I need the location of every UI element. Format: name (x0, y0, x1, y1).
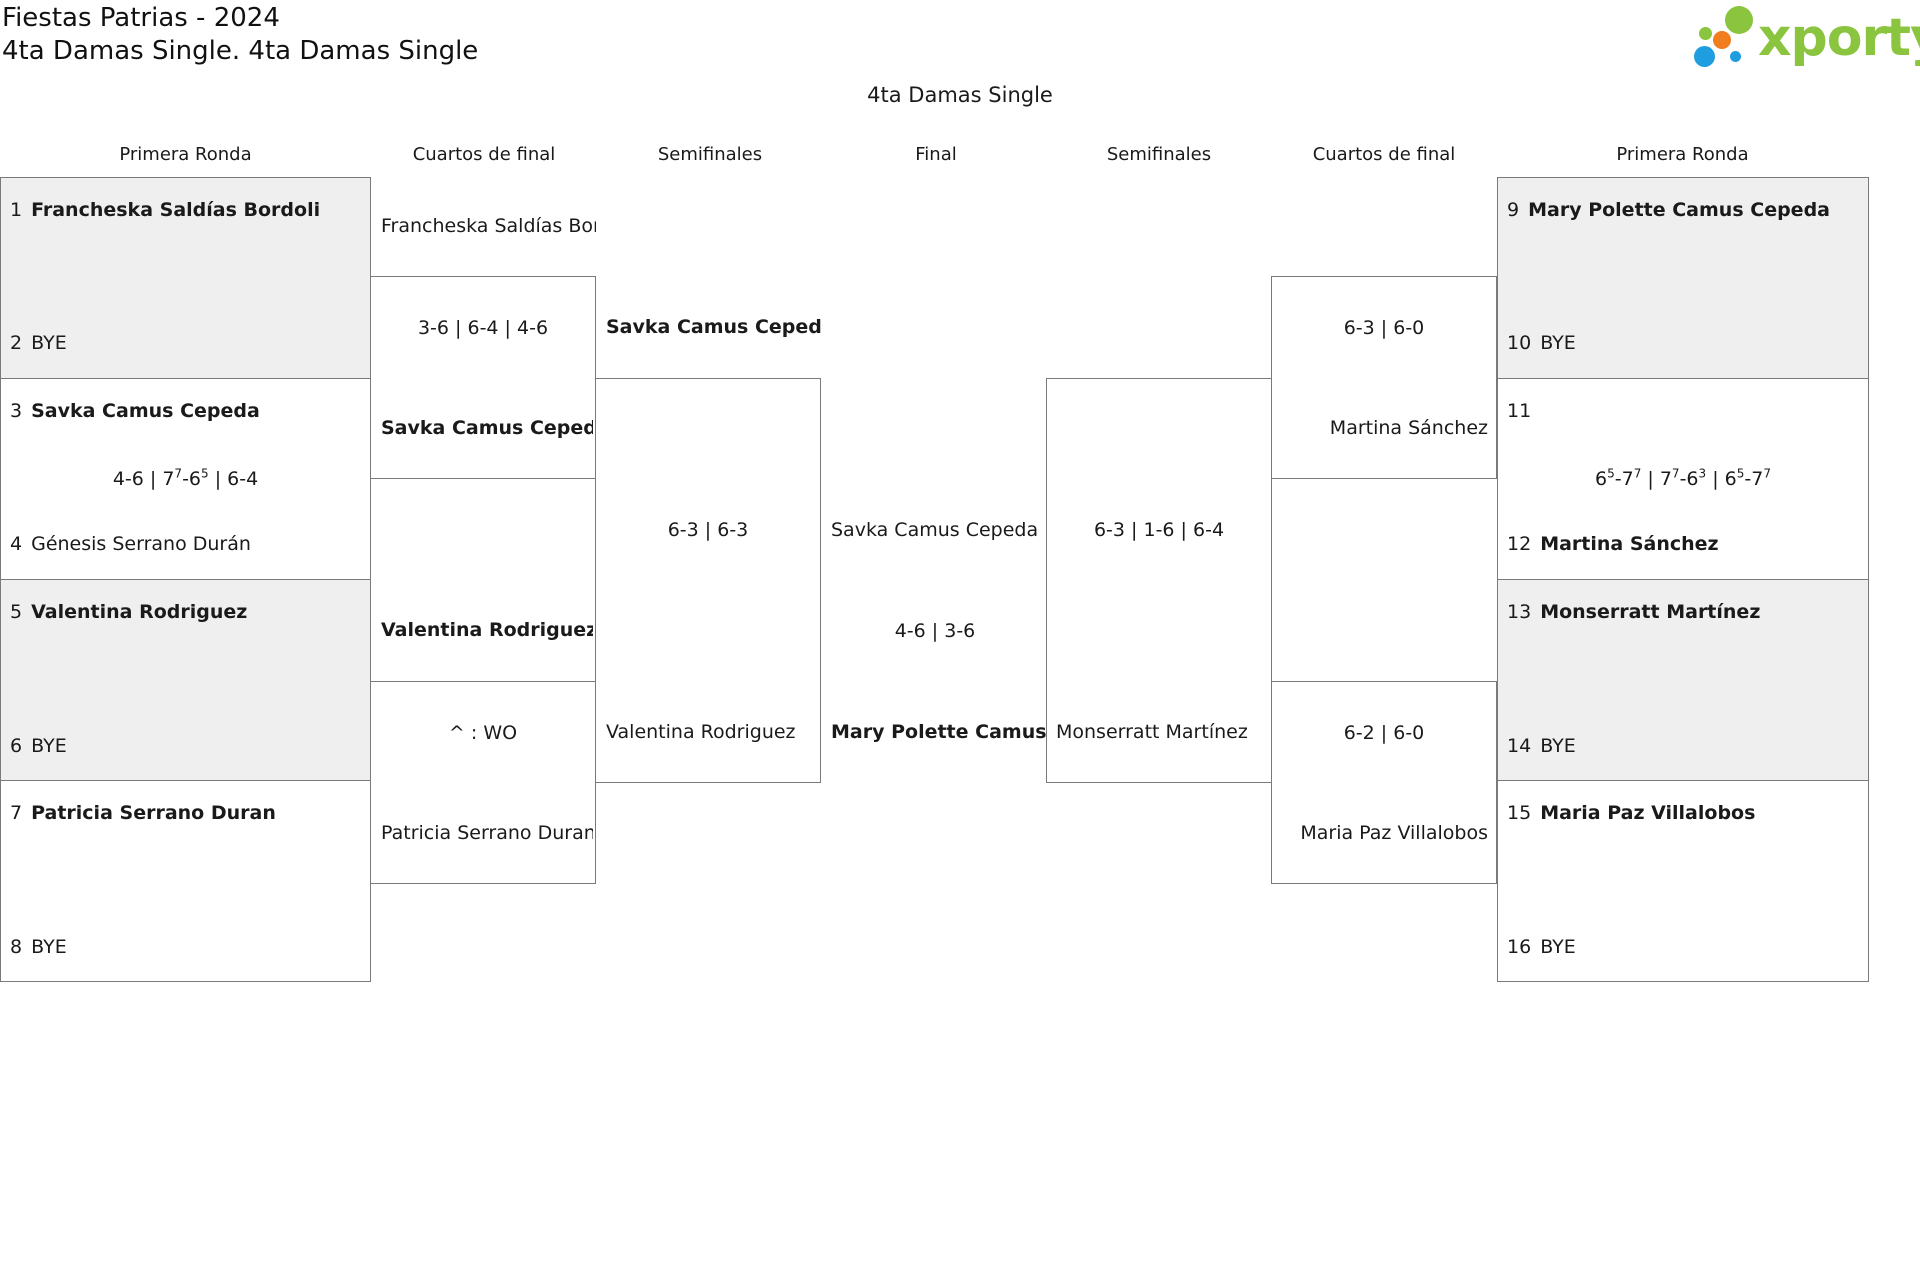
tournament-title: Fiestas Patrias - 2024 (2, 3, 280, 33)
col-header-quarters-left: Cuartos de final (412, 144, 556, 165)
logo-dot-green-icon (1725, 6, 1753, 34)
match-qf-right-1[interactable] (1271, 276, 1497, 479)
match-r1-left-4[interactable] (0, 780, 371, 982)
match-score: 6-3 | 6-3 (667, 519, 749, 541)
qf-right-1-player-bottom[interactable]: Martina Sánchez (1329, 417, 1488, 439)
qf-left-1-player-bottom[interactable]: Savka Camus Cepeda (381, 417, 593, 439)
sf-left-player-bottom[interactable]: Valentina Rodriguez (606, 721, 796, 743)
match-score: ^ : WO (448, 722, 518, 744)
match-sf-left[interactable] (595, 378, 821, 783)
match-qf-left-2[interactable] (370, 681, 596, 884)
player-seed-11[interactable]: 11 (1507, 400, 1532, 422)
qf-left-2-player-top[interactable]: Valentina Rodriguez (381, 619, 593, 641)
match-score: 6-2 | 6-0 (1343, 722, 1425, 744)
match-sf-right[interactable] (1046, 378, 1272, 783)
match-r1-left-1[interactable] (0, 177, 371, 379)
match-qf-left-1[interactable] (370, 276, 596, 479)
col-header-quarters-right: Cuartos de final (1312, 144, 1456, 165)
event-title: 4ta Damas Single (867, 83, 1053, 107)
logo-dot-orange-icon (1713, 31, 1731, 49)
qf-right-2-player-bottom[interactable]: Maria Paz Villalobos (1300, 822, 1488, 844)
col-header-first-round-left: Primera Ronda (119, 144, 252, 165)
col-header-first-round-right: Primera Ronda (1616, 144, 1749, 165)
final-score: 4-6 | 3-6 (894, 620, 976, 642)
logo-text: xporty (1758, 8, 1920, 68)
match-score: 4-6 | 77-65 | 6-4 (112, 467, 259, 490)
category-title: 4ta Damas Single. 4ta Damas Single (2, 36, 479, 66)
sf-left-player-top[interactable]: Savka Camus Cepeda (606, 316, 822, 338)
match-r1-right-4[interactable] (1497, 780, 1869, 982)
xporty-logo: xporty (1692, 3, 1920, 68)
col-header-final: Final (915, 144, 957, 165)
match-score: 65-77 | 77-63 | 65-77 (1595, 467, 1771, 490)
logo-dot-blue-icon (1694, 46, 1715, 67)
match-r1-right-2[interactable] (1497, 378, 1869, 580)
match-qf-right-2[interactable] (1271, 681, 1497, 884)
qf-left-2-player-bottom[interactable]: Patricia Serrano Duran (381, 822, 593, 844)
final-player-bottom[interactable]: Mary Polette Camus Cepeda (831, 721, 1047, 743)
match-r1-right-1[interactable] (1497, 177, 1869, 379)
match-score: 6-3 | 1-6 | 6-4 (1093, 519, 1225, 541)
sf-right-player-bottom[interactable]: Monserratt Martínez (1056, 721, 1248, 743)
match-r1-left-2[interactable] (0, 378, 371, 580)
logo-dot-green-small-icon (1699, 27, 1712, 40)
qf-left-1-player-top[interactable]: Francheska Saldías Bordoli (381, 215, 596, 237)
logo-dot-blue-small-icon (1730, 51, 1741, 62)
match-score: 6-3 | 6-0 (1343, 317, 1425, 339)
col-header-semis-right: Semifinales (1106, 144, 1212, 165)
match-score: 3-6 | 6-4 | 4-6 (417, 317, 549, 339)
col-header-semis-left: Semifinales (657, 144, 763, 165)
final-player-top[interactable]: Savka Camus Cepeda (831, 519, 1039, 541)
match-r1-right-3[interactable] (1497, 579, 1869, 781)
